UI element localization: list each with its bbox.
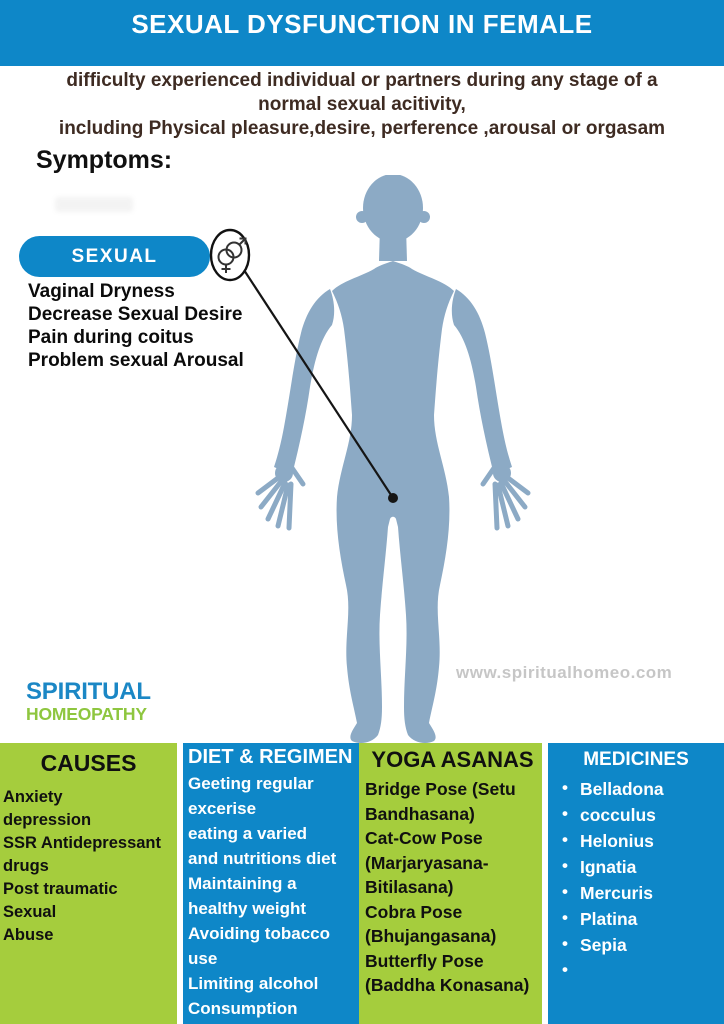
section-title: MEDICINES [583,749,689,770]
list-item: Vaginal Dryness [28,281,175,302]
list-item: and nutritions diet [188,849,337,868]
diet-list: Geeting regular excerise eating a varied an… [188,768,357,1021]
list-item: Sepia [562,931,722,958]
section-title: DIET & REGIMEN [188,746,353,768]
list-item: Butterfly Pose [365,950,484,971]
logo-line-homeopathy: HOMEOPATHY [26,704,147,724]
list-item: Bandhasana) [365,803,475,824]
intro-line: difficulty experienced individual or par… [66,70,658,91]
list-item [562,957,722,984]
faded-text-artifact [55,197,133,212]
list-item: Platina [562,905,722,932]
intro-text: difficulty experienced individual or par… [0,69,724,141]
list-item: Helonius [562,827,722,854]
section-title: YOGA ASANAS [371,747,534,772]
sexual-category-pill: SEXUAL [19,236,210,277]
list-item: (Baddha Konasana) [365,975,530,995]
list-item: Bridge Pose (Setu [365,779,516,799]
intro-line: including Physical pleasure,desire, perf… [58,118,666,139]
section-medicines: MEDICINES BelladonacocculusHeloniusIgnat… [548,743,724,1024]
list-item: depression [3,811,92,829]
list-item: (Marjaryasana- [365,852,489,873]
list-item: eating a varied [188,824,308,843]
list-item: Cat-Cow Pose [365,828,483,848]
list-item: Post traumatic Sexual [3,880,118,921]
header-bar: SEXUAL DYSFUNCTION IN FEMALE [0,0,724,66]
female-body-silhouette [255,175,546,743]
list-item: Belladona [562,775,722,802]
list-item: Limiting alcohol [188,974,319,993]
list-item: Problem sexual Arousal [28,350,244,371]
page-title: SEXUAL DYSFUNCTION IN FEMALE [131,9,593,39]
list-item: Anxiety [3,788,63,806]
list-item: drugs [3,857,49,875]
medicines-list: BelladonacocculusHeloniusIgnatiaMercuris… [548,771,724,984]
section-diet-regimen: DIET & REGIMEN Geeting regular excerise ea… [183,743,359,1024]
list-item: Decrease Sexual Desire [28,304,243,325]
list-item: Geeting regular [188,774,314,793]
list-item: healthy weight [188,899,307,918]
brand-logo: SPIRITUAL HOMEOPATHY [26,680,151,724]
list-item: Mercuris [562,879,722,906]
list-item: cocculus [562,801,722,828]
interlocked-gender-icon [209,228,251,282]
list-item: Pain during coitus [28,327,194,348]
pill-label: SEXUAL [71,245,158,267]
list-item: Cobra Pose [365,901,463,922]
list-item: Maintaining a [188,874,297,893]
list-item: SSR Antidepressant [3,834,162,852]
list-item: (Bhujangasana) [365,926,497,946]
intro-line: normal sexual acitivity, [258,94,466,115]
list-item: excerise [188,799,257,818]
list-item: use [188,949,218,968]
section-title: CAUSES [40,750,137,776]
list-item: Bitilasana) [365,877,454,897]
logo-line-spiritual: SPIRITUAL [26,678,151,705]
symptoms-heading: Symptoms: [36,146,173,174]
watermark-url: www.spiritualhomeo.com [456,663,673,682]
list-item: Avoiding tobacco [188,924,330,943]
list-item: Consumption [188,999,298,1018]
list-item: Abuse [3,926,54,944]
list-item: Ignatia [562,853,722,880]
